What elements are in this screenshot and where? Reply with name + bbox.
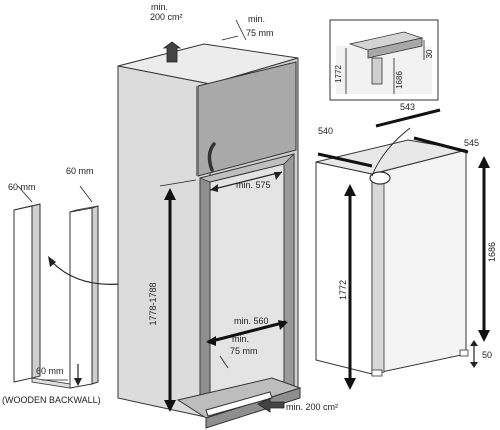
strip-bottom-label: 60 mm (36, 366, 64, 376)
fridge-1686-label: 1686 (487, 242, 497, 262)
niche-width-inner-label: min. 575 (236, 180, 271, 190)
cabinet-niche: min. 200 cm² min. 75 mm min. 575 1778-17… (117, 2, 338, 429)
fridge-543-label: 543 (400, 102, 415, 112)
niche-height-label: 1778-1788 (148, 282, 158, 325)
detail-1772-label: 1772 (334, 65, 343, 83)
fridge-545-label: 545 (464, 138, 479, 148)
strip-top-right-label: 60 mm (66, 166, 94, 176)
top-vent-value: 200 cm² (150, 12, 183, 22)
backwall-strip-diagram: 60 mm 60 mm 60 mm (WOODEN BACKWALL) (2, 166, 134, 405)
fridge-540-label: 540 (318, 126, 333, 136)
top-vent-label: min. (151, 2, 168, 12)
top-gap-label: min. (248, 14, 265, 24)
appliance-drawing: 540 543 545 1772 1686 50 (315, 102, 497, 390)
fridge-50-label: 50 (482, 350, 492, 360)
strip-top-left-label: 60 mm (8, 182, 36, 192)
wooden-backwall-label: (WOODEN BACKWALL) (2, 395, 101, 405)
fridge-1772-label: 1772 (338, 280, 348, 300)
niche-width-bottom-label: min. 560 (234, 316, 269, 326)
detail-inset: 1772 1686 30 (329, 19, 439, 101)
bottom-gap-label: min. (232, 334, 249, 344)
top-gap-value: 75 mm (246, 28, 274, 38)
bottom-vent-label: min. 200 cm² (286, 402, 338, 412)
detail-30-label: 30 (425, 49, 434, 58)
detail-1686-label: 1686 (395, 71, 404, 89)
bottom-gap-value: 75 mm (230, 346, 258, 356)
